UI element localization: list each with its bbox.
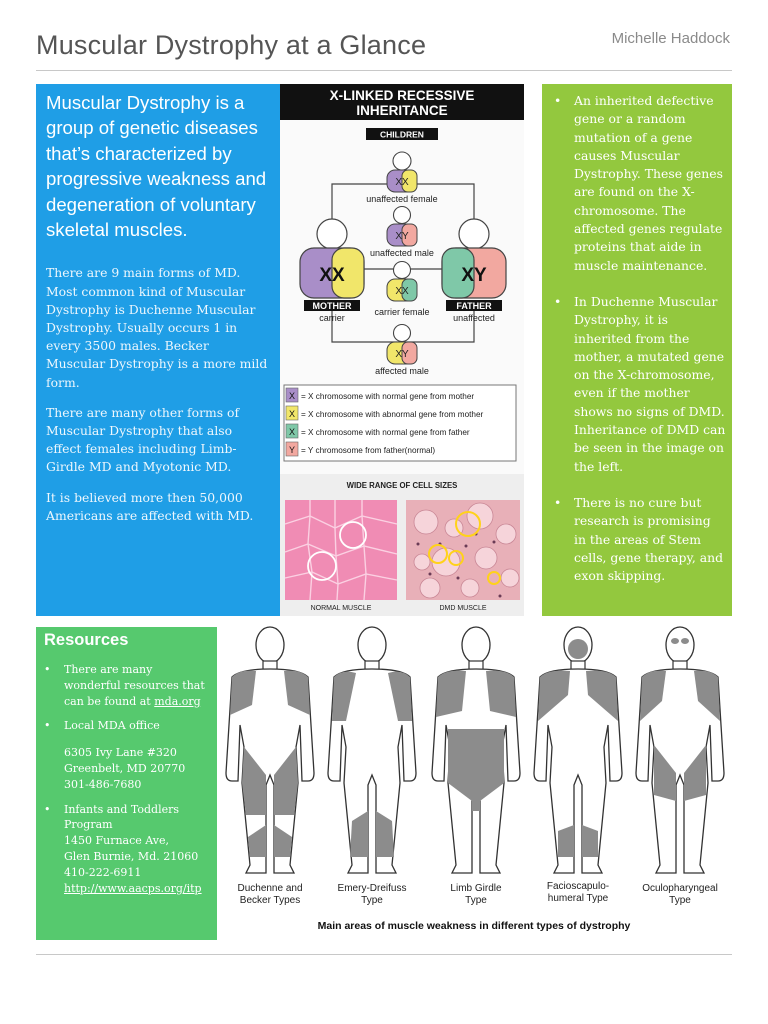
legend-text-4: = Y chromosome from father(normal) [301,446,435,455]
figure-limb-girdle [431,626,521,874]
genetics-bullet-research: •There is no cure but research is promis… [554,494,724,584]
child1-label: unaffected female [366,194,437,204]
type-label-facio-1: Facioscapulo- [547,881,609,892]
dmd-muscle-label: DMD MUSCLE [439,605,486,612]
child-affected-male: XY affected male [375,323,429,376]
child4-label: affected male [375,366,429,376]
type-label-limb-1: Limb Girdle [450,883,502,894]
legend-key-1: X [289,391,295,401]
figure-facioscapulohumeral [533,626,623,874]
father-status: unaffected [453,313,495,323]
resources-list: • There are many wonderful resources tha… [44,662,211,896]
genetics-list: •An inherited defective gene or a random… [554,92,726,585]
normal-muscle-image [284,500,398,601]
intro-panel: Muscular Dystrophy is a group of genetic… [36,84,280,616]
legend-text-2: = X chromosome with abnormal gene from m… [301,410,484,419]
intro-paragraph-statistics: It is believed more then 50,000 American… [46,489,254,523]
legend-text-1: = X chromosome with normal gene from mot… [301,392,474,401]
intro-lead: Muscular Dystrophy is a group of genetic… [46,92,267,241]
normal-muscle-label: NORMAL MUSCLE [311,605,372,612]
figure-oculopharyngeal [635,626,725,874]
resource-item-infants-program: • Infants and Toddlers Program 1450 Furn… [44,802,202,895]
page-title: Muscular Dystrophy at a Glance [36,30,427,60]
mother-status: carrier [319,313,345,323]
child3-chromosomes: XX [395,286,409,297]
legend-key-3: X [289,427,295,437]
inheritance-title-line2: INHERITANCE [356,103,447,118]
dmd-muscle-image [406,500,520,600]
intro-paragraph-other-forms: There are many other forms of Muscular D… [46,404,240,475]
legend-text-3: = X chromosome with normal gene from fat… [301,428,470,437]
type-label-facio-2: humeral Type [548,893,609,904]
father-label: FATHER [456,301,492,311]
author-name: Michelle Haddock [611,30,730,47]
type-label-limb-2: Type [465,895,487,906]
child-unaffected-male: XY unaffected male [370,205,434,258]
father-chromosomes: XY [461,265,487,286]
inheritance-title-bar [280,84,524,120]
genetics-panel: •An inherited defective gene or a random… [542,84,732,616]
header-divider [36,70,732,71]
child1-chromosomes: XX [395,177,409,188]
father-figure: XY FATHER unaffected [441,218,507,323]
child2-label: unaffected male [370,248,434,258]
mother-chromosomes: XX [319,265,345,286]
type-label-emery-1: Emery-Dreifuss [338,883,407,894]
resource-item-mda: • There are many wonderful resources tha… [44,663,205,708]
type-label-duchenne-1: Duchenne and [237,883,302,894]
type-label-emery-2: Type [361,895,383,906]
child4-chromosomes: XY [395,349,409,360]
child-carrier-female: XX carrier female [374,260,430,317]
resources-panel: Resources • There are many wonderful res… [36,627,217,940]
mother-figure: XX MOTHER carrier [299,218,365,323]
figure-caption: Main areas of muscle weakness in differe… [318,920,631,932]
figure-duchenne [225,626,315,874]
muscle-weakness-svg: Duchenne and Becker Types Emery-Dreifuss… [225,626,725,932]
footer-divider [36,954,732,955]
resources-title: Resources [44,631,129,649]
genetics-bullet-cause: •An inherited defective gene or a random… [554,93,723,273]
child3-label: carrier female [374,307,429,317]
legend-key-4: Y [289,445,295,455]
inheritance-diagram-svg: X-LINKED RECESSIVE INHERITANCE CHILDREN … [280,84,524,616]
mda-link[interactable]: mda.org [154,694,201,708]
type-label-duchenne-2: Becker Types [240,895,300,906]
legend-key-2: X [289,409,295,419]
inheritance-diagram: X-LINKED RECESSIVE INHERITANCE CHILDREN … [280,84,524,616]
cell-sizes-title: WIDE RANGE OF CELL SIZES [347,481,458,490]
inheritance-title-line1: X-LINKED RECESSIVE [330,88,475,103]
muscle-weakness-figure: Duchenne and Becker Types Emery-Dreifuss… [224,625,734,945]
children-label-bar [366,128,438,140]
type-label-oculo-2: Type [669,895,691,906]
intro-paragraph-forms: There are 9 main forms of MD. Most commo… [46,265,268,390]
child2-chromosomes: XY [395,231,409,242]
children-label: CHILDREN [380,130,424,140]
chromosome-legend: X = X chromosome with normal gene from m… [283,384,517,462]
resource-item-local-office: • Local MDA office 6305 Ivy Lane #320 Gr… [44,719,186,791]
figure-emery-dreifuss [327,626,417,874]
child-unaffected-female: XX unaffected female [366,151,438,204]
mother-label: MOTHER [313,301,352,311]
genetics-bullet-duchenne: •In Duchenne Muscular Dystrophy, it is i… [554,293,726,474]
aacps-link[interactable]: http://www.aacps.org/itp [64,881,202,895]
type-label-oculo-1: Oculopharyngeal [642,883,718,894]
